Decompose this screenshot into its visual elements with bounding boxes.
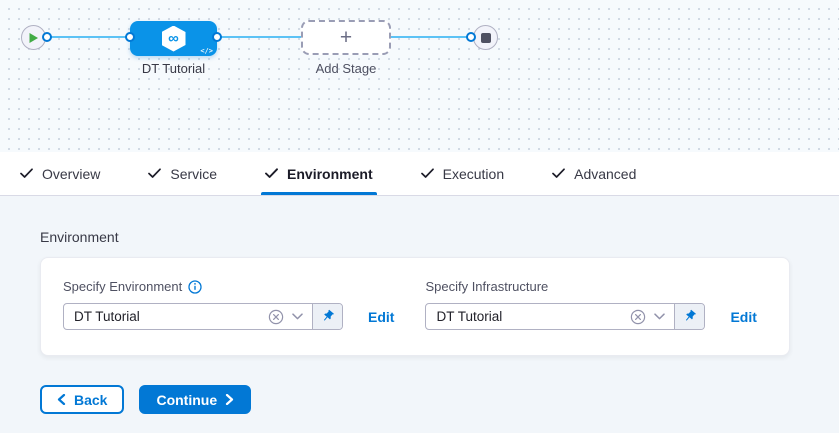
infrastructure-select-input[interactable] — [426, 304, 631, 329]
check-icon — [420, 168, 434, 179]
pin-button[interactable] — [674, 304, 705, 329]
field-label: Specify Environment — [63, 279, 183, 294]
infinity-glyph: ∞ — [168, 30, 179, 47]
continue-button[interactable]: Continue — [139, 385, 252, 414]
stop-icon — [480, 32, 491, 43]
clear-icon[interactable] — [268, 309, 284, 325]
tab-label: Advanced — [574, 165, 637, 182]
field-label: Specify Infrastructure — [425, 279, 549, 294]
check-icon — [552, 168, 565, 179]
plus-icon: + — [339, 26, 353, 49]
chevron-down-icon[interactable] — [654, 313, 666, 320]
tab-execution[interactable]: Execution — [420, 152, 505, 195]
check-icon — [265, 168, 278, 179]
environment-card: Specify Environment — [40, 257, 790, 356]
pipeline-canvas[interactable]: ∞ </> DT Tutorial + Add Stage — [0, 0, 839, 152]
harness-deploy-icon: ∞ — [161, 25, 186, 52]
tab-overview[interactable]: Overview — [20, 152, 100, 195]
pin-icon — [682, 309, 697, 324]
back-button-label: Back — [74, 391, 108, 408]
stage-card-dt-tutorial[interactable]: ∞ </> — [130, 21, 217, 56]
clear-icon[interactable] — [630, 309, 646, 325]
code-icon: </> — [200, 47, 213, 55]
environment-select[interactable] — [63, 303, 343, 330]
tab-advanced[interactable]: Advanced — [552, 152, 636, 195]
edit-environment-link[interactable]: Edit — [368, 308, 395, 325]
play-icon — [28, 32, 39, 44]
tab-service[interactable]: Service — [148, 152, 217, 195]
check-icon — [20, 168, 33, 179]
start-node-port — [42, 32, 52, 42]
chevron-down-icon[interactable] — [292, 313, 303, 320]
stage-label: DT Tutorial — [141, 61, 206, 76]
check-icon — [148, 168, 162, 179]
end-node-port — [466, 32, 476, 42]
pipeline-end-node — [473, 25, 498, 50]
back-button[interactable]: Back — [40, 385, 125, 414]
tab-label: Service — [170, 165, 218, 182]
chevron-left-icon — [57, 394, 66, 405]
wizard-footer: Back Continue — [40, 385, 252, 414]
stage-left-port — [125, 32, 135, 42]
tab-label: Execution — [442, 165, 505, 182]
chevron-right-icon — [225, 394, 234, 405]
connector-start-to-stage — [50, 36, 131, 38]
add-stage-button[interactable]: + — [301, 20, 391, 55]
pin-button[interactable] — [312, 304, 342, 329]
add-stage-label: Add Stage — [315, 61, 377, 76]
section-title: Environment — [40, 229, 119, 245]
stage-tabs: Overview Service Environment Execution A… — [0, 152, 839, 196]
tab-label: Environment — [287, 165, 373, 182]
environment-field-group: Specify Environment — [63, 279, 425, 330]
pin-icon — [320, 309, 335, 324]
info-icon[interactable] — [188, 279, 202, 294]
tab-environment[interactable]: Environment — [261, 152, 377, 195]
pipeline-start-node — [21, 25, 46, 50]
infrastructure-select[interactable] — [425, 303, 706, 330]
tab-label: Overview — [42, 165, 101, 182]
infrastructure-field-group: Specify Infrastructure — [425, 279, 787, 330]
environment-select-input[interactable] — [64, 304, 268, 329]
stage-right-port — [212, 32, 222, 42]
edit-infrastructure-link[interactable]: Edit — [730, 308, 757, 325]
continue-button-label: Continue — [156, 391, 218, 408]
